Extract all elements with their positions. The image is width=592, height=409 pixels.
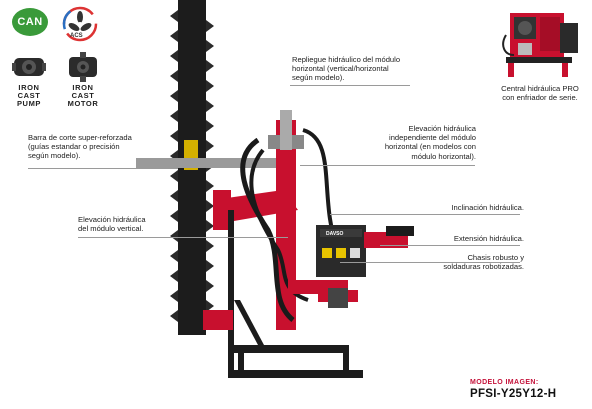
note-elevacion-indep: Elevación hidráulica independiente del m… [384, 124, 476, 161]
pump-icon [12, 52, 46, 82]
acs-label: ACS [70, 33, 83, 39]
leader-chasis [340, 262, 520, 263]
pump-label: IRON CAST PUMP [16, 83, 42, 108]
acs-fan-icon: ACS [60, 4, 100, 44]
leader-extension [380, 245, 520, 246]
model-image-value: PFSI-Y25Y12-H [470, 388, 557, 400]
motor-icon [66, 52, 100, 82]
note-repliegue: Repliegue hidráulico del módulo horizont… [292, 55, 401, 83]
note-chasis: Chasis robusto y soldaduras robotizadas. [443, 253, 524, 272]
leader-barra [28, 168, 178, 169]
leader-repliegue [290, 85, 410, 86]
can-badge: CAN [12, 8, 48, 36]
note-central: Central hidráulica PRO con enfriador de … [501, 84, 579, 103]
leader-inclinacion [330, 214, 520, 215]
leader-elevacion-indep [300, 165, 475, 166]
hedge-trimmer-image: DAVSO [118, 0, 478, 404]
machine-brand-label: DAVSO [326, 231, 344, 237]
note-inclinacion: Inclinación hidráulica. [451, 203, 524, 212]
hydraulic-unit-image [500, 5, 582, 83]
note-extension: Extensión hidráulica. [453, 234, 524, 243]
motor-label: IRON CAST MOTOR [67, 83, 99, 108]
note-barra: Barra de corte super-reforzada (guías es… [28, 133, 132, 161]
leader-elevacion-vert [78, 237, 288, 238]
model-image-label: MODELO IMAGEN: [470, 379, 539, 386]
note-elevacion-vert: Elevación hidráulica del módulo vertical… [78, 215, 146, 234]
